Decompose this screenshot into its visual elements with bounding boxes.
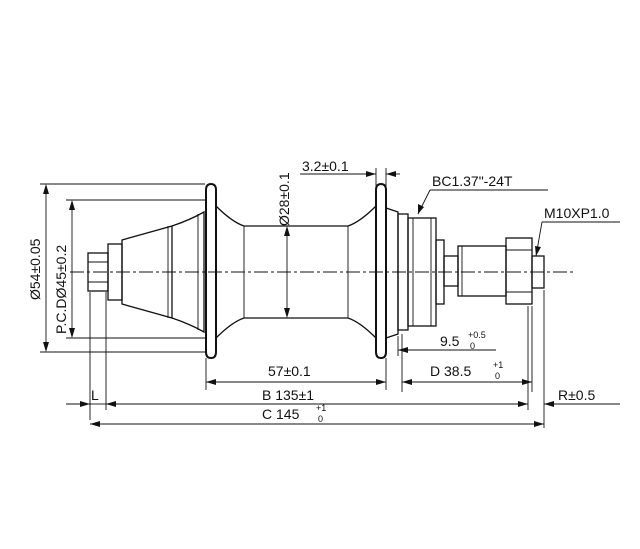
thread-m-label: M10XP1.0: [544, 205, 610, 221]
b-dimension: [66, 290, 620, 428]
r-dim-label: R±0.5: [558, 387, 595, 403]
l-dim-label: L: [91, 387, 99, 403]
d-dimension: [401, 306, 533, 392]
thread-m-leader: [535, 221, 620, 257]
right-flange: [375, 182, 387, 360]
shaft-dia-dimension: [284, 226, 290, 318]
right-axle: [443, 237, 545, 305]
flange-width-label: 3.2±0.1: [302, 158, 349, 174]
cassette-offset-tol-lower: 0: [470, 341, 475, 351]
cassette-offset-label: 9.5: [440, 333, 460, 349]
pcd-label: P.C.DØ45±0.2: [53, 245, 69, 334]
thread-bc-label: BC1.37"-24T: [432, 173, 513, 189]
c-dim-label: C 145: [262, 406, 300, 422]
left-flange: [205, 182, 217, 360]
freehub-body: [385, 207, 445, 339]
left-hub-body: [121, 210, 205, 334]
cassette-offset-tol-upper: +0.5: [468, 330, 486, 340]
c-dimension: [90, 421, 544, 427]
d-tol-upper: +1: [493, 360, 503, 370]
outer-dia-dimension: [40, 183, 205, 353]
outer-dia-label: Ø54±0.05: [27, 238, 43, 300]
b-dim-label: B 135±1: [262, 387, 314, 403]
flange-width-dimension: [300, 168, 400, 186]
d-dim-label: D 38.5: [430, 363, 471, 379]
c-tol-upper: +1: [316, 403, 326, 413]
flange-spacing-dimension: [205, 358, 387, 390]
d-tol-lower: 0: [495, 371, 500, 381]
shaft: [215, 205, 377, 339]
pcd-dimension: [66, 199, 205, 339]
shaft-dia-label: Ø28±0.1: [276, 172, 292, 226]
thread-bc-leader: [417, 189, 548, 215]
c-tol-lower: 0: [318, 414, 323, 424]
cassette-offset-dimension: [397, 336, 496, 356]
flange-spacing-label: 57±0.1: [268, 363, 311, 379]
